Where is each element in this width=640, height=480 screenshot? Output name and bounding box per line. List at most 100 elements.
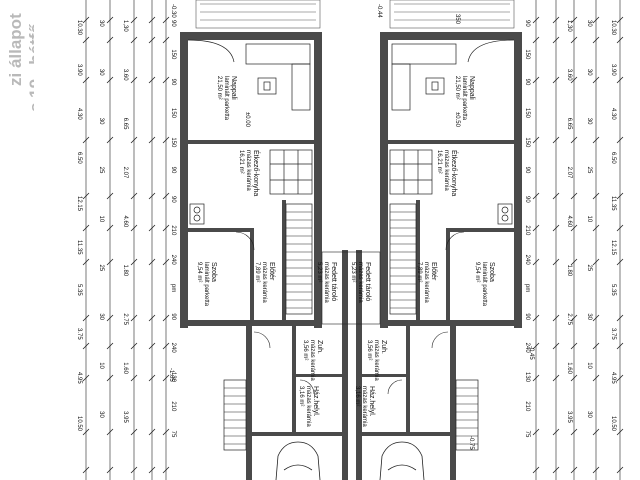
room-floor: mázas kerámia bbox=[361, 386, 367, 427]
dimension-tick bbox=[162, 314, 170, 322]
dimension-label: 11.35 bbox=[610, 196, 616, 211]
dimension-tick bbox=[162, 16, 170, 24]
dimension-tick bbox=[532, 16, 540, 24]
dimension-tick bbox=[106, 466, 114, 474]
dimension-label: 30 bbox=[98, 313, 104, 320]
dimension-tick bbox=[82, 314, 90, 322]
room-area: 21,50 m² bbox=[454, 76, 460, 100]
left-room-labels: Nappali laminált parketta 21,50 m² ±0.00… bbox=[196, 76, 337, 427]
dimension-label: 4.60 bbox=[122, 216, 128, 228]
room-name: Étkező-konyha bbox=[252, 150, 261, 196]
dimension-label: 3.75 bbox=[76, 328, 82, 340]
dimension-label: 150 bbox=[170, 108, 176, 119]
dimension-tick bbox=[162, 76, 170, 84]
room-floor: laminált parketta bbox=[223, 76, 229, 121]
dimension-tick bbox=[130, 224, 138, 232]
room-area: 9,54 m² bbox=[196, 262, 202, 282]
dimension-tick bbox=[616, 258, 624, 266]
dimension-tick bbox=[106, 314, 114, 322]
dimension-label: 210 bbox=[524, 225, 530, 236]
dimension-tick bbox=[532, 76, 540, 84]
dimension-tick bbox=[162, 36, 170, 44]
dimension-tick bbox=[592, 192, 600, 200]
dimension-tick bbox=[82, 466, 90, 474]
dimension-tick bbox=[616, 36, 624, 44]
dimension-tick bbox=[148, 374, 156, 382]
dimension-tick bbox=[148, 76, 156, 84]
dimension-label: 210 bbox=[170, 401, 176, 412]
dimension-tick bbox=[106, 428, 114, 436]
dimension-label: 30 bbox=[98, 69, 104, 76]
covered-passage bbox=[321, 251, 381, 325]
dimension-label: 4.60 bbox=[566, 216, 572, 228]
dimension-label: 90 bbox=[524, 79, 530, 86]
stair-steps bbox=[224, 211, 478, 445]
dimension-tick bbox=[592, 374, 600, 382]
right-unit-lower-walls bbox=[356, 250, 456, 480]
dimension-label: 150 bbox=[524, 137, 530, 148]
dimension-label: 240 bbox=[170, 343, 176, 354]
dimension-label: 6.50 bbox=[76, 152, 82, 164]
left-unit-lower-walls bbox=[246, 250, 348, 480]
dimension-tick bbox=[532, 192, 540, 200]
dimension-tick bbox=[82, 192, 90, 200]
dimension-label: 90 bbox=[170, 167, 176, 174]
dimension-tick bbox=[616, 314, 624, 322]
dimension-ticks bbox=[82, 16, 624, 474]
dimension-tick bbox=[82, 36, 90, 44]
dimension-tick bbox=[162, 466, 170, 474]
dimension-tick bbox=[616, 76, 624, 84]
room-floor: mázas kerámia bbox=[309, 340, 315, 381]
dimension-label: 150 bbox=[170, 137, 176, 148]
room-floor: mázas kerámia bbox=[357, 262, 363, 303]
dimension-label: 10 bbox=[586, 362, 592, 369]
dimension-tick bbox=[570, 224, 578, 232]
dimension-tick bbox=[532, 136, 540, 144]
dimension-label: 90 bbox=[170, 196, 176, 203]
dimension-tick bbox=[106, 192, 114, 200]
room-name: Nappali bbox=[468, 76, 475, 100]
dimension-tick bbox=[148, 314, 156, 322]
dimension-label: 90 bbox=[524, 167, 530, 174]
dimension-tick bbox=[616, 374, 624, 382]
dimension-tick bbox=[106, 224, 114, 232]
dimension-label: 30 bbox=[586, 69, 592, 76]
dimension-label: 30 bbox=[586, 20, 592, 27]
room-area: 3,56 m² bbox=[302, 340, 308, 360]
dimension-label: 12.15 bbox=[610, 240, 616, 256]
dimension-tick bbox=[532, 36, 540, 44]
dimension-label: 30 bbox=[98, 118, 104, 125]
room-area: 5,23 m² bbox=[316, 262, 322, 282]
dimension-labels: 10.303.904.306.5012.1511.355.353.754.951… bbox=[76, 20, 616, 438]
dimension-tick bbox=[162, 258, 170, 266]
dimension-tick bbox=[106, 16, 114, 24]
dimension-label: 6.65 bbox=[566, 118, 572, 130]
dimension-tick bbox=[162, 428, 170, 436]
room-level: ±0.50 bbox=[454, 112, 460, 128]
dimension-label: 10 bbox=[586, 216, 592, 223]
dimension-label: 10 bbox=[98, 216, 104, 223]
room-name: Fedett tároló bbox=[364, 262, 371, 301]
car-left bbox=[275, 441, 321, 480]
dimension-tick bbox=[570, 76, 578, 84]
dimension-tick bbox=[162, 224, 170, 232]
dimension-label: 240 bbox=[524, 255, 530, 266]
dimension-tick bbox=[162, 192, 170, 200]
top-hatch bbox=[195, 0, 515, 29]
room-area: 5,23 m² bbox=[350, 262, 356, 282]
dimension-tick bbox=[552, 342, 560, 350]
room-name: Szoba bbox=[488, 262, 495, 282]
dimension-tick bbox=[130, 136, 138, 144]
level-mark: -1.05 bbox=[168, 368, 174, 382]
dimension-tick bbox=[130, 192, 138, 200]
dimension-tick bbox=[82, 136, 90, 144]
level-mark: -0.44 bbox=[376, 4, 382, 18]
level-mark: -0.45 bbox=[528, 346, 534, 360]
dimension-label: 130 bbox=[524, 372, 530, 383]
dimension-tick bbox=[148, 428, 156, 436]
dimension-tick bbox=[130, 76, 138, 84]
dimension-tick bbox=[616, 16, 624, 24]
room-area: 16,21 m² bbox=[436, 150, 442, 174]
dimension-tick bbox=[570, 136, 578, 144]
dimension-tick bbox=[592, 76, 600, 84]
